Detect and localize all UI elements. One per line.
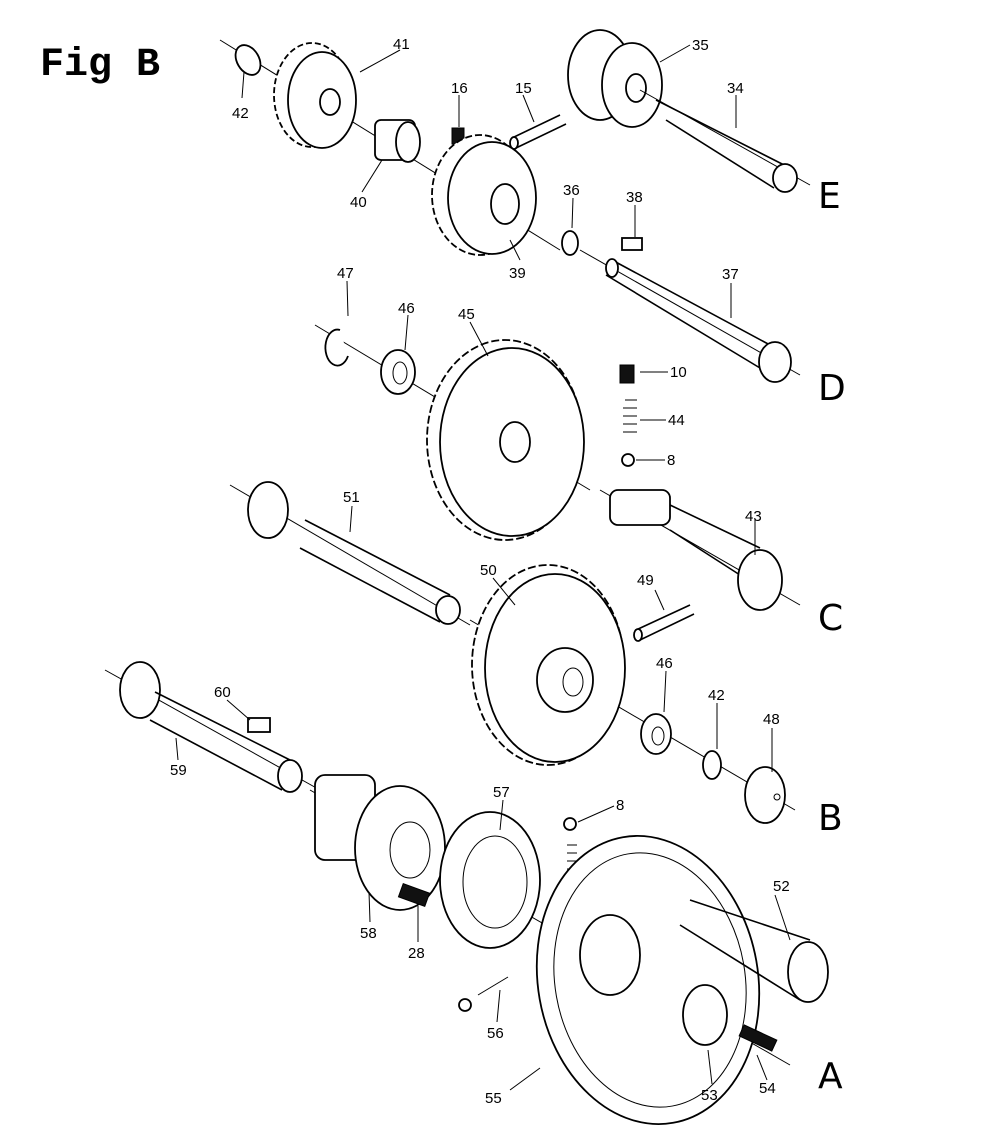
part-label: 59 bbox=[170, 762, 187, 779]
part-label: 8 bbox=[667, 452, 675, 469]
axis-letter-d: D bbox=[818, 368, 846, 409]
flange-58 bbox=[314, 774, 446, 911]
part-label: 50 bbox=[480, 562, 497, 579]
part-label: 49 bbox=[637, 572, 654, 589]
part-label: 40 bbox=[350, 194, 367, 211]
part-label: 38 bbox=[626, 189, 643, 206]
part-label: 47 bbox=[337, 265, 354, 282]
part-label: 41 bbox=[393, 36, 410, 53]
handwheel-55 bbox=[535, 835, 761, 1125]
shaft-37 bbox=[579, 237, 801, 383]
part-label: 15 bbox=[515, 80, 532, 97]
pin-15 bbox=[509, 114, 567, 150]
pulley-35 bbox=[567, 29, 663, 128]
part-labels: 42 41 40 16 15 39 36 35 34 38 37 47 46 4… bbox=[170, 36, 790, 1107]
handle-52 bbox=[679, 899, 829, 1003]
axis-e-assembly bbox=[219, 39, 579, 256]
axis-letter-e: E bbox=[818, 176, 841, 217]
gear-45 bbox=[426, 339, 585, 541]
part-label: 53 bbox=[701, 1087, 718, 1104]
part-label: 44 bbox=[668, 412, 685, 429]
part-label: 42 bbox=[232, 105, 249, 122]
axis-b-assembly bbox=[469, 564, 796, 824]
part-label: 56 bbox=[487, 1025, 504, 1042]
part-label: 36 bbox=[563, 182, 580, 199]
shaft-43 bbox=[599, 489, 801, 611]
part-label: 51 bbox=[343, 489, 360, 506]
part-label: 45 bbox=[458, 306, 475, 323]
part-label: 28 bbox=[408, 945, 425, 962]
part-label: 34 bbox=[727, 80, 744, 97]
part-label: 55 bbox=[485, 1090, 502, 1107]
part-label: 60 bbox=[214, 684, 231, 701]
part-label: 16 bbox=[451, 80, 468, 97]
gear-41 bbox=[273, 42, 357, 149]
leader-lines bbox=[175, 44, 791, 1091]
part-label: 37 bbox=[722, 266, 739, 283]
axis-letter-b: B bbox=[818, 798, 843, 839]
axis-d-assembly bbox=[314, 324, 637, 541]
shaft-34 bbox=[639, 89, 811, 193]
part-label: 39 bbox=[509, 265, 526, 282]
bushing-40 bbox=[374, 119, 421, 163]
part-label: 42 bbox=[708, 687, 725, 704]
pinion-shaft-59 bbox=[104, 661, 321, 793]
part-label: 46 bbox=[656, 655, 673, 672]
part-label: 52 bbox=[773, 878, 790, 895]
figure-title: Fig B bbox=[40, 43, 160, 88]
part-label: 43 bbox=[745, 508, 762, 525]
ring-57 bbox=[439, 811, 541, 949]
part-label: 48 bbox=[763, 711, 780, 728]
part-label: 58 bbox=[360, 925, 377, 942]
gear-50 bbox=[471, 564, 626, 766]
pinion-shaft-51 bbox=[229, 481, 471, 626]
part-label: 54 bbox=[759, 1080, 776, 1097]
gear-39 bbox=[431, 134, 537, 256]
part-label: 46 bbox=[398, 300, 415, 317]
part-label: 35 bbox=[692, 37, 709, 54]
part-label: 10 bbox=[670, 364, 687, 381]
axis-a-assembly bbox=[309, 774, 829, 1125]
axis-letter-c: C bbox=[818, 598, 843, 639]
axis-letter-a: A bbox=[818, 1056, 843, 1097]
part-label: 57 bbox=[493, 784, 510, 801]
part-label: 8 bbox=[616, 797, 624, 814]
